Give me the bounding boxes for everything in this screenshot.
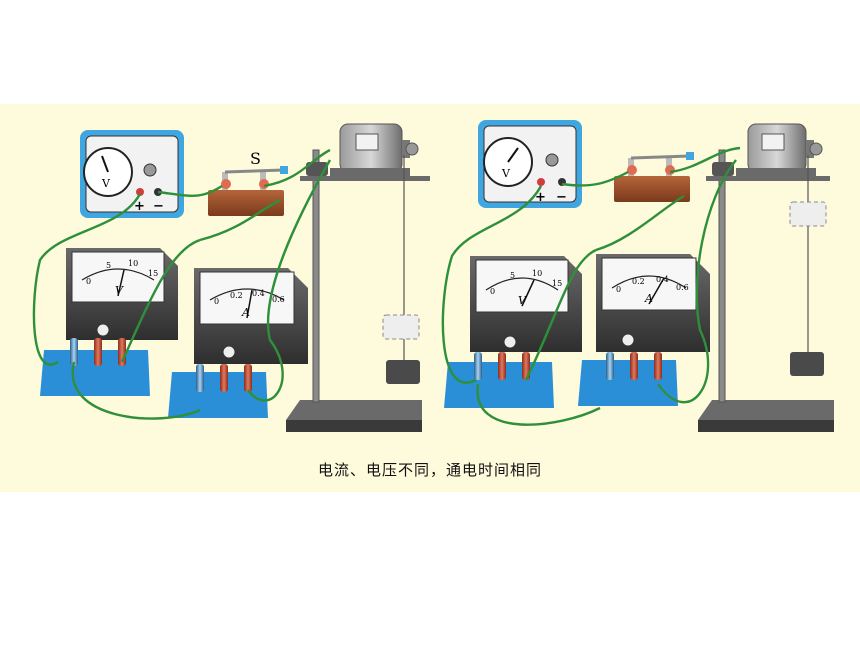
- right-source-meter: [478, 120, 582, 208]
- right-ammeter-unit: A: [644, 292, 653, 305]
- left-ammeter-unit: A: [241, 306, 250, 319]
- right-source-plus: +: [535, 190, 546, 205]
- left-ammeter-tick-1: 0.2: [230, 291, 243, 300]
- left-voltmeter-tick-3: 15: [148, 269, 158, 278]
- left-source-meter: [80, 130, 184, 218]
- right-motor: [736, 123, 823, 176]
- right-voltmeter: [444, 256, 582, 408]
- right-voltmeter-tick-1: 5: [510, 271, 515, 280]
- left-motor: [330, 123, 419, 176]
- left-weight: [386, 360, 420, 384]
- right-wires: [441, 146, 741, 426]
- figure-caption: 电流、电压不同，通电时间相同: [317, 461, 542, 479]
- left-ammeter-tick-3: 0.6: [272, 295, 285, 304]
- left-voltmeter-unit: V: [115, 284, 124, 297]
- right-weight: [790, 352, 824, 376]
- right-voltmeter-tick-0: 0: [490, 287, 495, 296]
- left-voltmeter-tick-1: 5: [106, 261, 111, 270]
- left-voltmeter: [40, 248, 178, 396]
- left-switch: [208, 166, 288, 216]
- right-voltmeter-tick-3: 15: [552, 279, 562, 288]
- left-voltmeter-tick-0: 0: [86, 277, 91, 286]
- right-voltmeter-unit: V: [518, 294, 527, 307]
- right-ammeter: [578, 254, 710, 406]
- right-weight-start-ghost: [789, 201, 827, 227]
- right-ammeter-tick-3: 0.6: [676, 283, 689, 292]
- left-setup: V + − S 0 5 10 15 V: [32, 123, 430, 432]
- left-source-plus: +: [134, 199, 145, 214]
- left-source-unit: V: [101, 177, 111, 190]
- right-ammeter-tick-1: 0.2: [632, 277, 645, 286]
- left-ammeter: [168, 268, 308, 418]
- right-source-unit: V: [501, 167, 511, 180]
- right-stand: [698, 149, 834, 432]
- right-voltmeter-tick-2: 10: [532, 269, 542, 278]
- left-wires: [32, 148, 332, 420]
- left-switch-label: S: [250, 149, 261, 168]
- right-setup: V + − 0 5 10 15 V: [441, 120, 834, 432]
- right-ammeter-tick-2: 0.4: [656, 275, 669, 284]
- right-switch: [614, 152, 694, 202]
- right-ammeter-tick-0: 0: [616, 285, 621, 294]
- left-voltmeter-tick-2: 10: [128, 259, 138, 268]
- left-source-minus: −: [153, 199, 164, 214]
- left-ammeter-tick-2: 0.4: [252, 289, 265, 298]
- left-stand: [286, 149, 430, 432]
- left-weight-start-ghost: [382, 314, 420, 340]
- left-ammeter-tick-0: 0: [214, 297, 219, 306]
- right-source-minus: −: [556, 190, 567, 205]
